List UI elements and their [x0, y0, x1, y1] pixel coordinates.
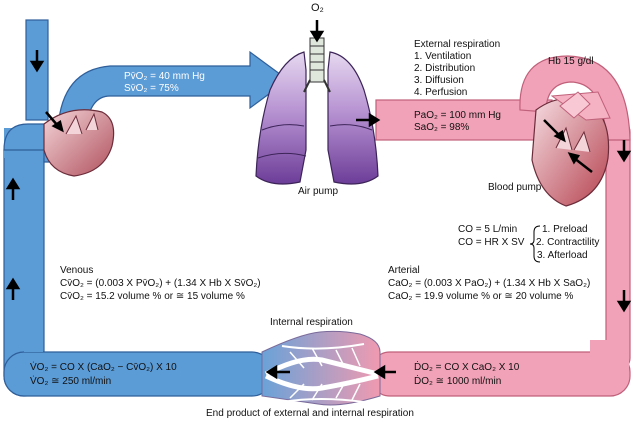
cardiac-output-determinant: 2. Contractility: [536, 237, 600, 248]
venous-content-value: Cv̄O₂ = 15.2 volume % or ≅ 15 volume %: [60, 291, 245, 302]
venous-loop: [3, 19, 290, 397]
arterial-content-formula: CaO₂ = (0.003 X PaO₂) + (1.34 X Hb X SaO…: [388, 278, 591, 289]
blood-pump-label: Blood pump: [488, 182, 542, 193]
svc-down-arrow: [29, 50, 45, 73]
oxygen-inflow-arrow: [309, 20, 325, 43]
internal-respiration-label: Internal respiration: [270, 317, 353, 328]
left-ventricle-arrow: [559, 91, 591, 119]
oxygen-consumption-value: V̇O₂ ≅ 250 ml/min: [30, 376, 112, 387]
arterial-pressure-label: PaO₂ = 100 mm Hg: [414, 110, 501, 121]
left-vessel-up-arrow-2: [5, 277, 21, 300]
venous-title: Venous: [60, 265, 94, 276]
capillary-to-venous-arrow: [265, 364, 290, 380]
oxygen-delivery-formula: ḊO₂ = CO X CaO₂ X 10: [414, 362, 520, 373]
footer-caption: End product of external and internal res…: [206, 408, 414, 419]
venous-saturation-label: Sv̄O₂ = 75%: [124, 83, 179, 94]
cardiac-output-determinant: 3. Afterload: [537, 250, 588, 261]
aortic-arch: [519, 55, 631, 141]
external-respiration-step: 2. Distribution: [414, 63, 476, 74]
left-heart-outflow-arrow: [567, 152, 593, 173]
left-lung: [255, 51, 307, 185]
arterial-content-value: CaO₂ = 19.9 volume % or ≅ 20 volume %: [388, 291, 574, 302]
venous-to-heart-vessel: [3, 123, 51, 163]
external-respiration-step: 4. Perfusion: [414, 87, 468, 98]
venous-pressure-label: Pv̄O₂ = 40 mm Hg: [124, 71, 205, 82]
arterial-title: Arterial: [388, 265, 420, 276]
external-respiration-title: External respiration: [414, 39, 501, 50]
air-pump-label: Air pump: [298, 186, 339, 197]
oxygen-input-label: O₂: [311, 2, 324, 14]
cardiac-output-brace: [529, 225, 541, 263]
capillary-bed: [261, 330, 381, 406]
venous-content-formula: Cv̄O₂ = (0.003 X Pv̄O₂) + (1.34 X Hb X S…: [60, 278, 261, 289]
flow-arrows: [5, 20, 632, 380]
oxygen-delivery-value: ḊO₂ ≅ 1000 ml/min: [414, 376, 502, 387]
right-vessel-down-arrow-1: [616, 140, 632, 163]
lungs: [255, 37, 379, 185]
oxygen-consumption-formula: V̇O₂ = CO X (CaO₂ − Cv̄O₂) X 10: [30, 362, 177, 373]
trachea: [303, 37, 331, 93]
hemoglobin-label: Hb 15 g/dl: [548, 56, 594, 67]
right-lung: [327, 51, 379, 185]
cardiac-output-formula: CO = HR X SV: [458, 237, 525, 248]
lung-to-vein-arrow: [356, 112, 381, 128]
cardiac-output-value: CO = 5 L/min: [458, 224, 518, 235]
venous-bottom-vessel: [3, 351, 273, 397]
arterial-saturation-label: SaO₂ = 98%: [414, 122, 470, 133]
right-heart-inflow-arrow: [45, 111, 64, 133]
left-heart-inflow-arrow: [543, 119, 566, 143]
cardiac-output-determinant: 1. Preload: [542, 224, 588, 235]
arterial-to-capillary-arrow: [373, 364, 396, 380]
external-respiration-step: 3. Diffusion: [414, 75, 464, 86]
right-vessel-down-arrow-2: [616, 290, 632, 313]
right-heart: [43, 109, 115, 177]
left-vessel-up-arrow-1: [5, 177, 21, 200]
external-respiration-step: 1. Ventilation: [414, 51, 472, 62]
pulmonary-artery-arrow: [57, 50, 290, 129]
